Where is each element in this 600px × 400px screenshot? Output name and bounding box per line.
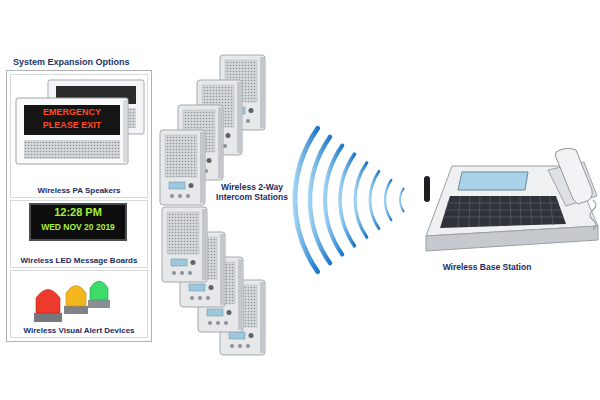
led-message-board — [30, 204, 126, 240]
base-station — [424, 148, 598, 251]
option-label: Wireless Visual Alert Devices — [23, 326, 134, 335]
panel-heading: System Expansion Options — [13, 57, 130, 67]
option-item: Wireless PA Speakers — [10, 74, 148, 198]
device-label: Wireless 2-Way Intercom Stations — [210, 183, 294, 203]
led-text: WED NOV 20 2019 — [30, 223, 126, 233]
option-label: Wireless LED Message Boards — [21, 256, 138, 265]
pa-speakers — [16, 80, 144, 164]
led-text: EMERGENCY — [24, 107, 120, 117]
alert-beacons — [34, 281, 110, 322]
led-text: 12:28 PM — [30, 206, 126, 219]
option-item: Wireless Visual Alert Devices — [10, 270, 148, 338]
intercom-stations — [160, 55, 265, 355]
radio-waves — [295, 128, 404, 271]
led-text: PLEASE EXIT — [24, 120, 120, 130]
device-label: Wireless Base Station — [432, 263, 542, 273]
option-label: Wireless PA Speakers — [37, 186, 120, 195]
